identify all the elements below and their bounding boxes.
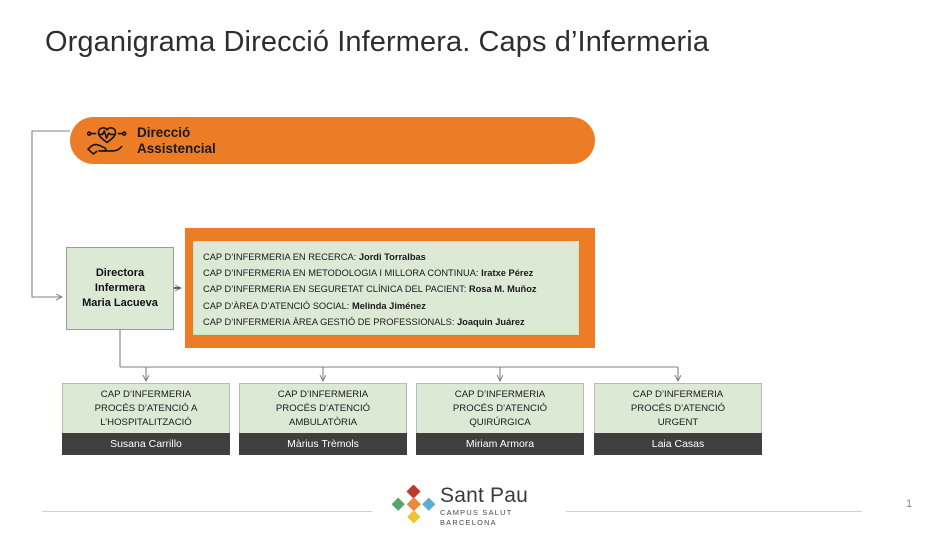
process-unit-person-bar: Laia Casas — [594, 433, 762, 455]
heart-pulse-in-hand-icon — [86, 126, 127, 155]
process-unit-line-2: PROCÉS D’ATENCIÓ — [630, 402, 726, 414]
process-unit-line-2: PROCÉS D’ATENCIÓ — [275, 402, 371, 414]
process-unit-line-2: PROCÉS D’ATENCIÓ A — [94, 402, 198, 414]
footer-divider-right — [566, 511, 862, 512]
process-unit-line-1: CAP D’INFERMERIA — [277, 388, 369, 400]
process-unit-node[interactable]: CAP D’INFERMERIA PROCÉS D’ATENCIÓ QUIRÚR… — [416, 383, 584, 455]
cap-list-item: CAP D’INFERMERIA EN SEGURETAT CLÍNICA DE… — [203, 281, 578, 297]
logo-name: Sant Pau — [440, 483, 528, 507]
process-unit-person: Màrius Trèmols — [287, 437, 359, 450]
process-unit-title: CAP D’INFERMERIA PROCÉS D’ATENCIÓ QUIRÚR… — [416, 383, 584, 433]
caps-list: CAP D’INFERMERIA EN RECERCA: Jordi Torra… — [193, 241, 579, 335]
process-unit-node[interactable]: CAP D’INFERMERIA PROCÉS D’ATENCIÓ URGENT… — [594, 383, 762, 455]
cap-role: CAP D’INFERMERIA EN RECERCA: — [203, 252, 359, 262]
cap-person: Joaquin Juárez — [457, 316, 525, 327]
process-unit-person-bar: Susana Carrillo — [62, 433, 230, 455]
direccio-assistencial-node[interactable]: Direcció Assistencial — [70, 117, 595, 164]
cap-person: Rosa M. Muñoz — [468, 284, 537, 295]
process-unit-line-3: L’HOSPITALITZACIÓ — [100, 416, 192, 428]
cap-list-item: CAP D’INFERMERIA EN METODOLOGIA I MILLOR… — [203, 265, 578, 281]
logo-subtitle: CAMPUS SALUT BARCELONA — [440, 507, 513, 527]
cap-role: CAP D’INFERMERIA ÀREA GESTIÓ DE PROFESSI… — [203, 316, 458, 327]
process-unit-person-bar: Màrius Trèmols — [239, 433, 407, 455]
sant-pau-logo: Sant Pau CAMPUS SALUT BARCELONA — [390, 484, 560, 528]
process-unit-line-1: CAP D’INFERMERIA — [100, 388, 192, 400]
process-unit-line-1: CAP D’INFERMERIA — [454, 388, 546, 400]
process-unit-person: Miriam Armora — [465, 437, 535, 450]
process-unit-title: CAP D’INFERMERIA PROCÉS D’ATENCIÓ AMBULA… — [239, 383, 407, 433]
process-unit-person: Susana Carrillo — [110, 437, 182, 450]
page-number: 1 — [906, 498, 913, 510]
process-unit-person: Laia Casas — [651, 437, 705, 450]
footer-divider-left — [42, 511, 372, 512]
process-unit-line-3: QUIRÚRGICA — [469, 416, 531, 428]
caps-panel: CAP D’INFERMERIA EN RECERCA: Jordi Torra… — [185, 228, 595, 348]
process-unit-line-3: AMBULATÒRIA — [288, 416, 358, 428]
process-unit-person-bar: Miriam Armora — [416, 433, 584, 455]
directora-infermera-node[interactable]: Directora Infermera Maria Lacueva — [66, 247, 174, 330]
directora-line-3: Maria Lacueva — [82, 297, 158, 309]
cap-list-item: CAP D’INFERMERIA EN RECERCA: Jordi Torra… — [203, 249, 578, 265]
cap-list-item: CAP D’INFERMERIA ÀREA GESTIÓ DE PROFESSI… — [203, 314, 578, 330]
process-unit-line-2: PROCÉS D’ATENCIÓ — [452, 402, 548, 414]
directora-line-2: Infermera — [94, 282, 146, 294]
diamond-cluster-icon — [391, 485, 436, 524]
process-unit-line-3: URGENT — [657, 416, 699, 428]
direccio-line-1: Direcció — [137, 124, 191, 140]
cap-person: Iratxe Pérez — [481, 268, 534, 279]
process-unit-title: CAP D’INFERMERIA PROCÉS D’ATENCIÓ A L’HO… — [62, 383, 230, 433]
directora-line-1: Directora — [95, 267, 145, 279]
direccio-line-2: Assistencial — [137, 140, 216, 156]
process-unit-node[interactable]: CAP D’INFERMERIA PROCÉS D’ATENCIÓ A L’HO… — [62, 383, 230, 455]
cap-role: CAP D’INFERMERIA EN METODOLOGIA I MILLOR… — [203, 268, 482, 279]
cap-role: CAP D’INFERMERIA EN SEGURETAT CLÍNICA DE… — [203, 284, 469, 295]
process-unit-node[interactable]: CAP D’INFERMERIA PROCÉS D’ATENCIÓ AMBULA… — [239, 383, 407, 455]
cap-person: Jordi Torralbas — [358, 252, 426, 262]
process-unit-line-1: CAP D’INFERMERIA — [632, 388, 724, 400]
process-unit-title: CAP D’INFERMERIA PROCÉS D’ATENCIÓ URGENT — [594, 383, 762, 433]
cap-list-item: CAP D’ÀREA D’ATENCIÓ SOCIAL: Melinda Jim… — [203, 298, 578, 314]
direccio-assistencial-label: Direcció Assistencial — [137, 125, 216, 157]
cap-person: Melinda Jiménez — [351, 300, 426, 311]
cap-role: CAP D’ÀREA D’ATENCIÓ SOCIAL: — [203, 300, 352, 311]
page-title: Organigrama Direcció Infermera. Caps d’I… — [45, 26, 710, 58]
logo-text: Sant Pau CAMPUS SALUT BARCELONA — [440, 483, 560, 528]
